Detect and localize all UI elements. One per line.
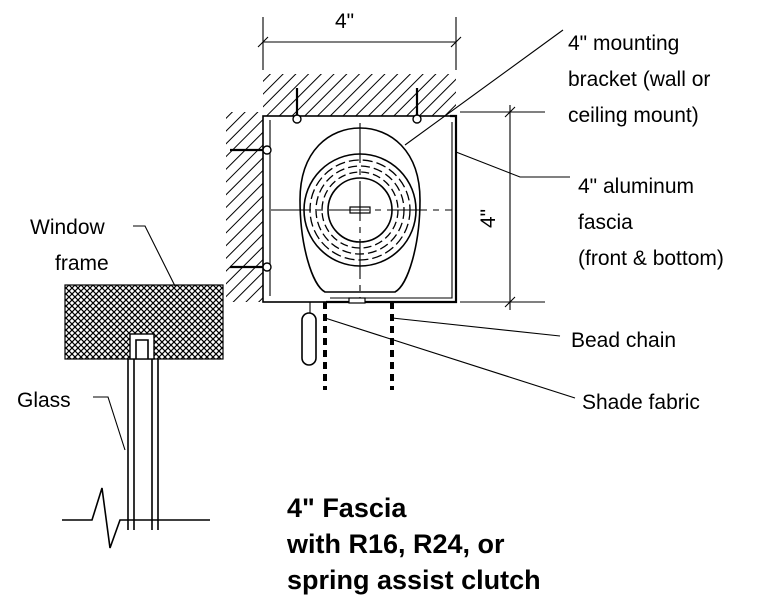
wall-screws <box>230 145 272 272</box>
window-frame-leader <box>133 225 176 287</box>
width-dimension <box>257 17 462 70</box>
shade-fabric-label: Shade fabric <box>582 391 700 414</box>
center-lines <box>271 123 452 298</box>
break-line <box>62 487 210 549</box>
width-dim-label: 4" <box>335 10 354 33</box>
ceiling-hatch <box>263 74 456 116</box>
height-dim-label: 4" <box>477 209 500 228</box>
ceiling-screws <box>292 88 422 124</box>
fascia-label: 4" aluminum fascia (front & bottom) <box>578 175 724 270</box>
glass-leader <box>93 396 126 451</box>
glass-pane <box>127 359 159 530</box>
shade-fabric-leader <box>324 317 576 399</box>
bracket-label: 4" mounting bracket (wall or ceiling mou… <box>568 32 716 127</box>
bead-chain <box>323 302 394 390</box>
glass-label: Glass <box>17 389 71 412</box>
bead-chain-leader <box>391 317 561 337</box>
clutch-housing <box>299 127 421 293</box>
wall-hatch <box>226 112 263 302</box>
shade-fabric <box>301 302 317 366</box>
bracket-leader <box>404 29 564 146</box>
window-frame-label: Window frame <box>30 216 111 275</box>
bead-chain-label: Bead chain <box>571 329 676 352</box>
height-dimension <box>460 105 545 310</box>
fascia-leader <box>455 151 570 178</box>
diagram-title: 4" Fascia with R16, R24, or spring assis… <box>286 493 541 595</box>
